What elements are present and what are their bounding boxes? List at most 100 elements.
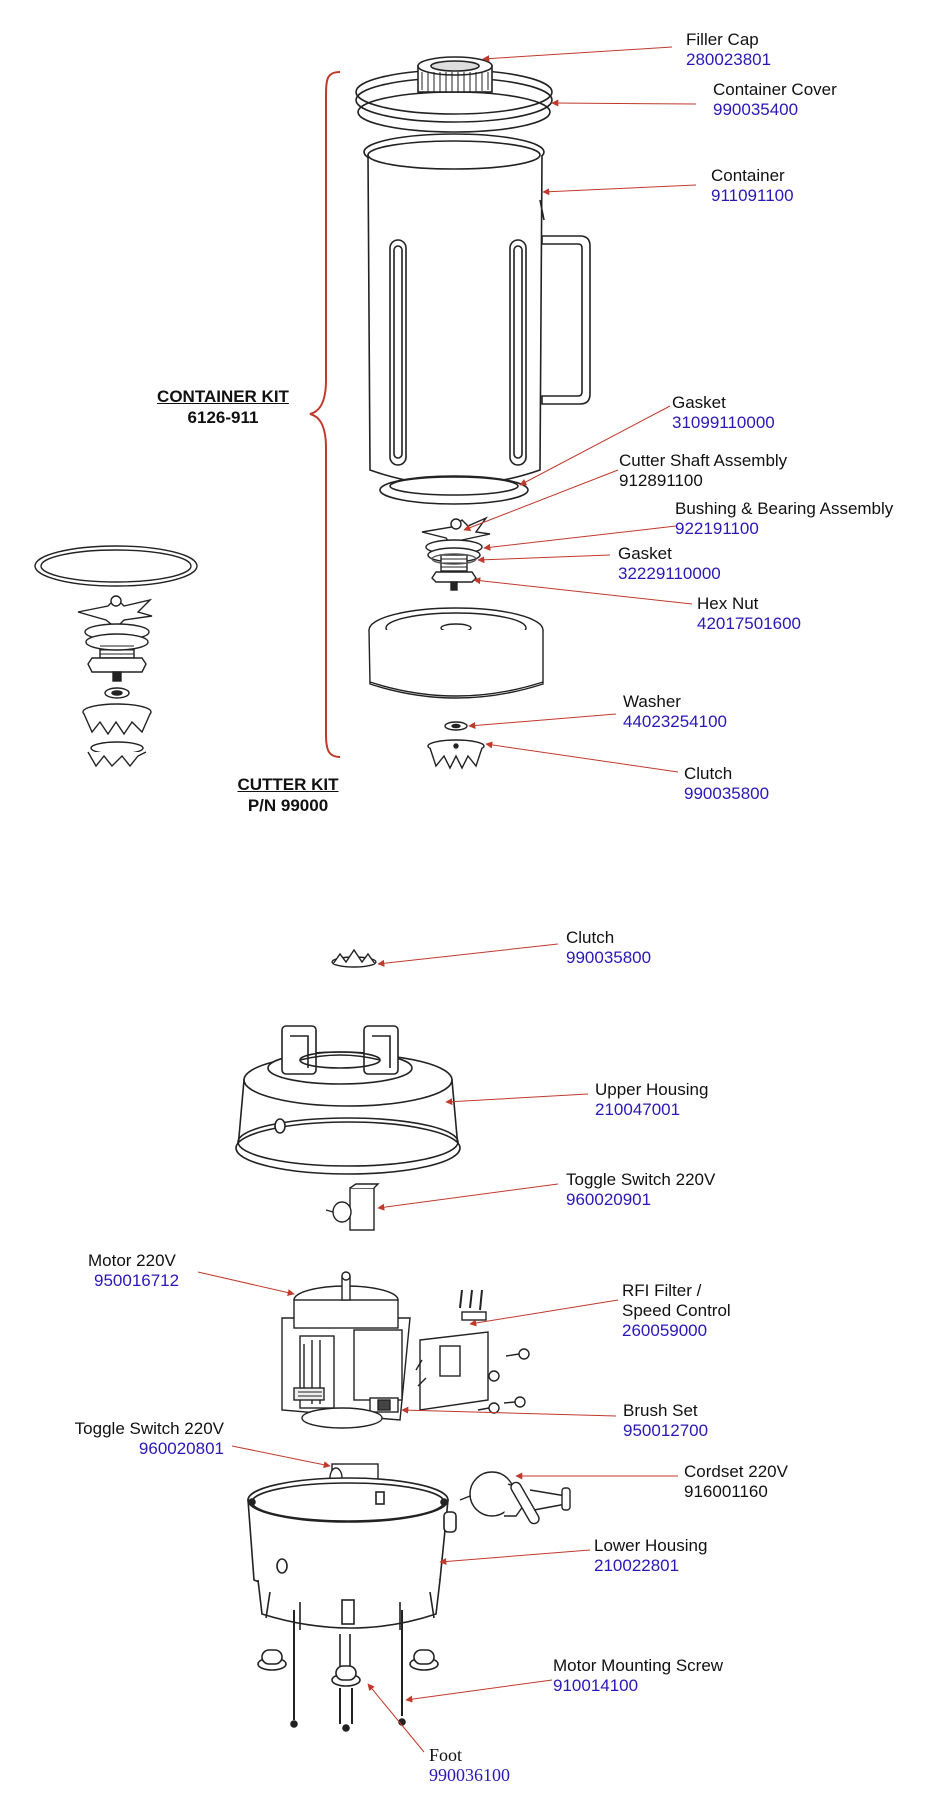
motor-drawing [281,1271,411,1429]
leader-container-cover [551,99,697,107]
callout-toggle-switch-2: Toggle Switch 220V 960020801 [40,1419,224,1459]
leader-brush [401,1406,617,1417]
callout-gasket-2: Gasket 32229110000 [618,544,721,584]
leader-filler-cap [482,46,673,63]
callout-motor-mounting-screw: Motor Mounting Screw 910014100 [553,1656,723,1696]
cutter-kit-label: CUTTER KIT P/N 99000 [218,774,358,816]
callout-bushing: Bushing & Bearing Assembly 922191100 [675,499,893,539]
container-kit-label: CONTAINER KIT 6126-911 [148,386,298,428]
container-kit-number: 6126-911 [187,408,259,427]
leader-upper-housing [445,1093,589,1106]
brush-screws [477,1348,530,1414]
callout-hex-nut: Hex Nut 42017501600 [697,594,801,634]
leader-container [542,184,697,196]
callout-name: Cordset 220V [684,1462,788,1481]
leader-foot [367,1683,425,1753]
container-kit-brace [309,71,341,758]
callout-name: Motor Mounting Screw [553,1656,724,1675]
callout-washer: Washer 44023254100 [623,692,727,732]
callout-part-number: 990035400 [713,100,799,119]
rfi-filter-drawing [415,1289,530,1414]
leader-clutch-2 [377,943,559,967]
callout-part-number: 990035800 [566,948,652,967]
callout-name: Upper Housing [595,1080,709,1099]
callout-part-number: 912891100 [619,471,703,490]
callout-part-number: 32229110000 [618,564,721,583]
base-clutch-drawing [331,948,377,968]
callout-container: Container 911091100 [711,166,794,206]
callout-name: Container Cover [713,80,837,99]
lower-housing-drawing [247,1477,457,1732]
callout-filler-cap: Filler Cap 280023801 [686,30,771,70]
callout-part-number: 990035800 [684,784,770,803]
leader-rfi [469,1299,619,1327]
callout-part-number: 31099110000 [672,413,775,432]
callout-name: Motor 220V [88,1251,176,1270]
leader-mount-screw [405,1679,553,1703]
leader-gasket-1 [519,405,671,486]
callout-name-line-2: Speed Control [622,1301,731,1320]
callout-name: Lower Housing [594,1536,708,1555]
callout-upper-housing: Upper Housing 210047001 [595,1080,708,1120]
callout-toggle-switch-1: Toggle Switch 220V 960020901 [566,1170,715,1210]
callout-name: Washer [623,692,681,711]
callout-motor: Motor 220V 950016712 [88,1251,179,1291]
leader-hex-nut [473,577,693,605]
callout-part-number: 916001160 [684,1482,768,1501]
leader-toggle-2 [231,1445,331,1469]
leader-bushing [483,525,677,551]
callout-cutter-shaft: Cutter Shaft Assembly 912891100 [619,451,787,491]
callout-part-number: 911091100 [711,186,794,205]
callout-part-number: 960020801 [138,1439,224,1458]
cutter-kit-drawing [34,545,198,768]
cordset-drawing [459,1471,571,1525]
callout-name: Bushing & Bearing Assembly [675,499,894,518]
callout-name: Hex Nut [697,594,759,613]
callout-gasket-1: Gasket 31099110000 [672,393,775,433]
callout-name: Gasket [672,393,726,412]
callout-lower-housing: Lower Housing 210022801 [594,1536,707,1576]
callout-foot: Foot 990036100 [429,1745,510,1785]
leader-motor [197,1271,295,1297]
callout-part-number: 910014100 [553,1676,639,1695]
container-kit-title: CONTAINER KIT [157,387,289,406]
container-handle [541,235,591,405]
callout-name: Toggle Switch 220V [566,1170,716,1189]
callout-part-number: 960020901 [566,1190,652,1209]
callout-name: Clutch [684,764,733,783]
callout-name: Toggle Switch 220V [74,1419,224,1438]
callout-part-number: 922191100 [675,519,759,538]
callout-name: Foot [429,1745,463,1765]
cutter-assembly-drawing [368,516,544,770]
callout-clutch-1: Clutch 990035800 [684,764,769,804]
callout-name: Gasket [618,544,672,563]
callout-part-number: 44023254100 [623,712,728,731]
callout-container-cover: Container Cover 990035400 [713,80,837,120]
container-drawing [355,56,591,505]
leader-lines [197,46,697,1753]
leader-lower-housing [439,1549,591,1565]
callout-part-number: 950016712 [94,1271,180,1290]
upper-housing-drawing [235,1025,461,1175]
callout-name: Container [711,166,785,185]
foot-shapes [257,1649,439,1732]
callout-part-number: 210022801 [594,1556,680,1575]
callout-name: Brush Set [623,1401,698,1420]
callout-name: Cutter Shaft Assembly [619,451,788,470]
callout-name: RFI Filter / [622,1281,702,1300]
leader-clutch-1 [485,741,679,773]
callout-part-number: 210047001 [595,1100,681,1119]
cutter-kit-title: CUTTER KIT [237,775,339,794]
leader-cutter-shaft [463,469,619,531]
callout-part-number: 260059000 [622,1321,708,1340]
callout-name: Clutch [566,928,615,947]
cutter-kit-number: P/N 99000 [247,796,329,815]
callout-part-number: 280023801 [686,50,772,69]
callout-brush-set: Brush Set 950012700 [623,1401,708,1441]
callout-part-number: 42017501600 [697,614,802,633]
callout-part-number: 950012700 [623,1421,709,1440]
callout-cordset: Cordset 220V 916001160 [684,1462,788,1502]
toggle-switch-1-drawing [325,1183,380,1231]
callout-name: Filler Cap [686,30,759,49]
